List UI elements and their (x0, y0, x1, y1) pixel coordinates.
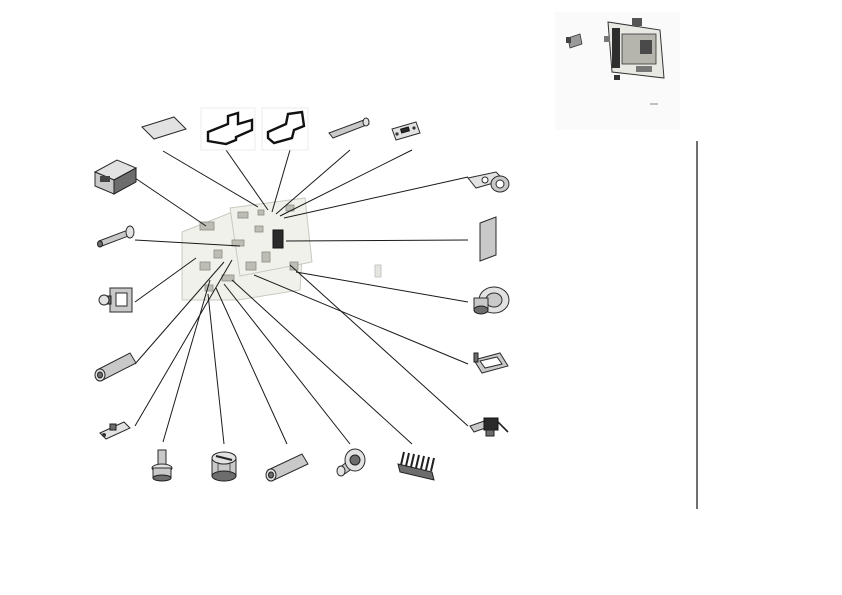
curl-hook-icon (467, 171, 510, 193)
rect-frame-icon (473, 352, 509, 374)
buckle-frame-icon (98, 287, 133, 313)
lever-switch-icon (469, 417, 509, 437)
tube-sleeve-icon (94, 352, 137, 382)
leader-lines (134, 149, 469, 445)
slotted-plate-icon (391, 121, 421, 141)
long-bolt-icon (97, 225, 135, 248)
assembly-thumbnail (555, 12, 680, 130)
central-assembly (181, 197, 382, 301)
pin-rod-icon (328, 117, 370, 139)
comb-spring-icon (397, 451, 435, 481)
mushroom-button-icon (473, 286, 510, 315)
small-latch-icon (99, 421, 131, 440)
folded-clip-icon (261, 107, 309, 151)
knurled-knob-icon (211, 451, 237, 482)
label-plate-icon (141, 116, 187, 140)
flange-bushing-icon (336, 448, 366, 477)
short-sleeve-icon (265, 453, 309, 482)
stud-bolt-icon (151, 449, 173, 482)
box-housing-icon (93, 159, 138, 195)
flat-plate-icon (479, 216, 497, 262)
u-bracket-icon (200, 107, 256, 151)
